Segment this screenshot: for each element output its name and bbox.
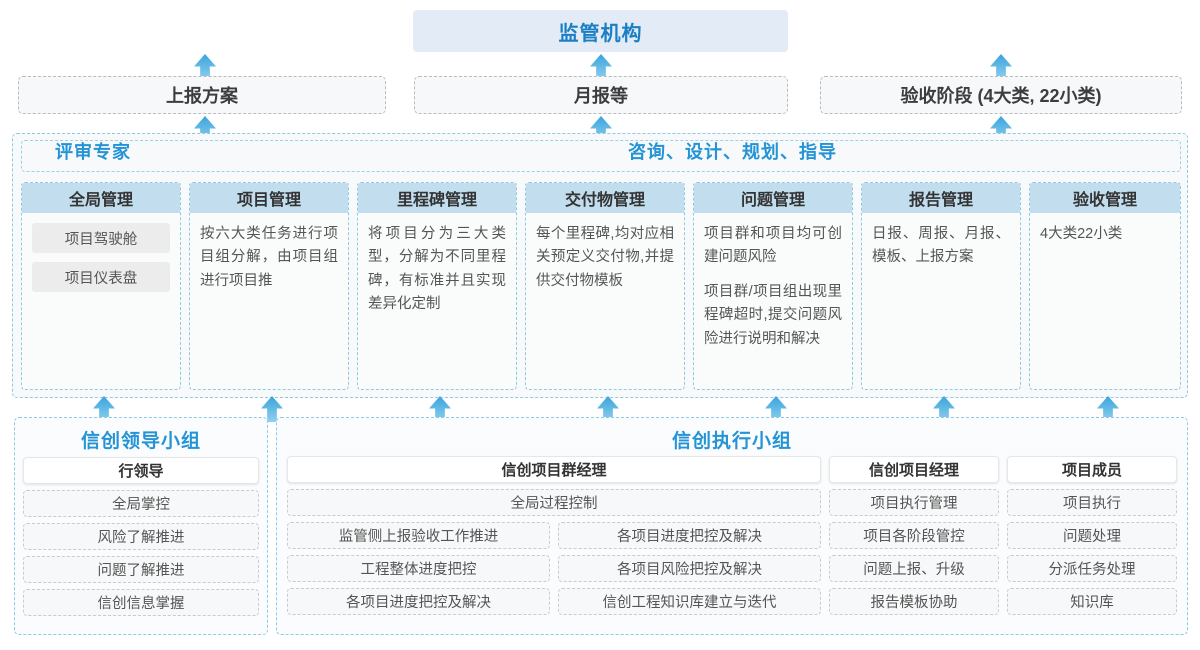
program-manager-column: 信创项目群经理 全局过程控制 监管侧上报验收工作推进 工程整体进度把控 各项目进… bbox=[287, 456, 821, 621]
role-header-program-manager[interactable]: 信创项目群经理 bbox=[287, 456, 821, 483]
report-box-plan[interactable]: 上报方案 bbox=[18, 76, 386, 114]
column-title: 报告管理 bbox=[862, 183, 1020, 213]
column-text: 4大类22小类 bbox=[1040, 226, 1123, 242]
capability-column-acceptance[interactable]: 验收管理 4大类22小类 bbox=[1029, 182, 1181, 390]
task-item[interactable]: 各项目进度把控及解决 bbox=[558, 522, 821, 549]
program-manager-subcolumns: 监管侧上报验收工作推进 工程整体进度把控 各项目进度把控及解决 各项目进度把控及… bbox=[287, 522, 821, 621]
column-body: 项目驾驶舱 项目仪表盘 bbox=[22, 213, 180, 292]
capability-columns: 全局管理 项目驾驶舱 项目仪表盘 项目管理 按六大类任务进行项目组分解，由项目组… bbox=[13, 182, 1189, 390]
report-box-acceptance[interactable]: 验收阶段 (4大类, 22小类) bbox=[820, 76, 1182, 114]
column-title: 全局管理 bbox=[22, 183, 180, 213]
role-header-project-manager[interactable]: 信创项目经理 bbox=[829, 456, 999, 483]
column-title: 项目管理 bbox=[190, 183, 348, 213]
column-title: 验收管理 bbox=[1030, 183, 1180, 213]
pill-item[interactable]: 项目仪表盘 bbox=[32, 262, 170, 292]
column-title: 里程碑管理 bbox=[358, 183, 516, 213]
task-item[interactable]: 问题上报、升级 bbox=[829, 555, 999, 582]
column-body: 将项目分为三大类型，分解为不同里程碑，有标准并且实现差异化定制 bbox=[358, 213, 516, 317]
task-item[interactable]: 问题了解推进 bbox=[23, 556, 259, 583]
column-title: 问题管理 bbox=[694, 183, 852, 213]
capability-column-report[interactable]: 报告管理 日报、周报、月报、模板、上报方案 bbox=[861, 182, 1021, 390]
report-box-monthly[interactable]: 月报等 bbox=[414, 76, 788, 114]
leader-task-list: 全局掌控 风险了解推进 问题了解推进 信创信息掌握 bbox=[15, 490, 267, 616]
capability-column-global[interactable]: 全局管理 项目驾驶舱 项目仪表盘 bbox=[21, 182, 181, 390]
capability-column-issue[interactable]: 问题管理 项目群和项目均可创建问题风险 项目群/项目组出现里程碑超时,提交问题风… bbox=[693, 182, 853, 390]
task-item[interactable]: 项目执行管理 bbox=[829, 489, 999, 516]
task-item-global-process-control[interactable]: 全局过程控制 bbox=[287, 489, 821, 516]
execution-group-panel: 信创执行小组 信创项目群经理 全局过程控制 监管侧上报验收工作推进 工程整体进度… bbox=[276, 417, 1188, 635]
task-item[interactable]: 项目执行 bbox=[1007, 489, 1177, 516]
role-header-bank-leader[interactable]: 行领导 bbox=[23, 457, 259, 484]
task-item[interactable]: 项目各阶段管控 bbox=[829, 522, 999, 549]
task-item[interactable]: 信创信息掌握 bbox=[23, 589, 259, 616]
leader-group-panel: 信创领导小组 行领导 全局掌控 风险了解推进 问题了解推进 信创信息掌握 bbox=[14, 417, 268, 635]
column-text: 每个里程碑,均对应相关预定义交付物,并提供交付物模板 bbox=[536, 226, 674, 289]
column-body: 每个里程碑,均对应相关预定义交付物,并提供交付物模板 bbox=[526, 213, 684, 293]
service-capability-panel: 评审专家 咨询、设计、规划、指导 全局管理 项目驾驶舱 项目仪表盘 项目管理 按… bbox=[12, 133, 1188, 398]
capability-label-bar bbox=[21, 140, 1181, 172]
column-text: 日报、周报、月报、模板、上报方案 bbox=[872, 226, 1010, 266]
project-manager-column: 信创项目经理 项目执行管理 项目各阶段管控 问题上报、升级 报告模板协助 bbox=[829, 456, 999, 615]
regulator-banner: 监管机构 bbox=[413, 10, 788, 52]
task-item[interactable]: 报告模板协助 bbox=[829, 588, 999, 615]
label-consulting-scope: 咨询、设计、规划、指导 bbox=[628, 142, 837, 162]
column-text: 项目群和项目均可创建问题风险 bbox=[704, 226, 842, 266]
program-manager-right-tasks: 各项目进度把控及解决 各项目风险把控及解决 信创工程知识库建立与迭代 bbox=[558, 522, 821, 621]
task-item[interactable]: 知识库 bbox=[1007, 588, 1177, 615]
capability-column-project[interactable]: 项目管理 按六大类任务进行项目组分解，由项目组进行项目推 bbox=[189, 182, 349, 390]
task-item[interactable]: 全局掌控 bbox=[23, 490, 259, 517]
label-review-experts: 评审专家 bbox=[55, 142, 131, 162]
task-item[interactable]: 各项目进度把控及解决 bbox=[287, 588, 550, 615]
column-text: 将项目分为三大类型，分解为不同里程碑，有标准并且实现差异化定制 bbox=[368, 226, 506, 313]
task-item[interactable]: 问题处理 bbox=[1007, 522, 1177, 549]
task-item[interactable]: 风险了解推进 bbox=[23, 523, 259, 550]
task-item[interactable]: 各项目风险把控及解决 bbox=[558, 555, 821, 582]
program-manager-left-tasks: 监管侧上报验收工作推进 工程整体进度把控 各项目进度把控及解决 bbox=[287, 522, 550, 621]
task-item[interactable]: 工程整体进度把控 bbox=[287, 555, 550, 582]
column-title: 交付物管理 bbox=[526, 183, 684, 213]
column-body: 4大类22小类 bbox=[1030, 213, 1180, 246]
column-text: 按六大类任务进行项目组分解，由项目组进行项目推 bbox=[200, 226, 338, 289]
execution-group-title: 信创执行小组 bbox=[671, 431, 792, 452]
role-header-project-member[interactable]: 项目成员 bbox=[1007, 456, 1177, 483]
column-text: 项目群/项目组出现里程碑超时,提交问题风险进行说明和解决 bbox=[704, 283, 842, 347]
pill-item[interactable]: 项目驾驶舱 bbox=[32, 223, 170, 253]
column-body: 按六大类任务进行项目组分解，由项目组进行项目推 bbox=[190, 213, 348, 293]
column-body: 项目群和项目均可创建问题风险 项目群/项目组出现里程碑超时,提交问题风险进行说明… bbox=[694, 213, 852, 351]
task-item[interactable]: 分派任务处理 bbox=[1007, 555, 1177, 582]
task-item[interactable]: 信创工程知识库建立与迭代 bbox=[558, 588, 821, 615]
capability-column-milestone[interactable]: 里程碑管理 将项目分为三大类型，分解为不同里程碑，有标准并且实现差异化定制 bbox=[357, 182, 517, 390]
leader-group-title: 信创领导小组 bbox=[80, 431, 201, 452]
project-member-column: 项目成员 项目执行 问题处理 分派任务处理 知识库 bbox=[1007, 456, 1177, 615]
task-item[interactable]: 监管侧上报验收工作推进 bbox=[287, 522, 550, 549]
capability-column-deliverable[interactable]: 交付物管理 每个里程碑,均对应相关预定义交付物,并提供交付物模板 bbox=[525, 182, 685, 390]
report-boxes-row: 上报方案 月报等 验收阶段 (4大类, 22小类) bbox=[0, 76, 1200, 114]
column-body: 日报、周报、月报、模板、上报方案 bbox=[862, 213, 1020, 270]
